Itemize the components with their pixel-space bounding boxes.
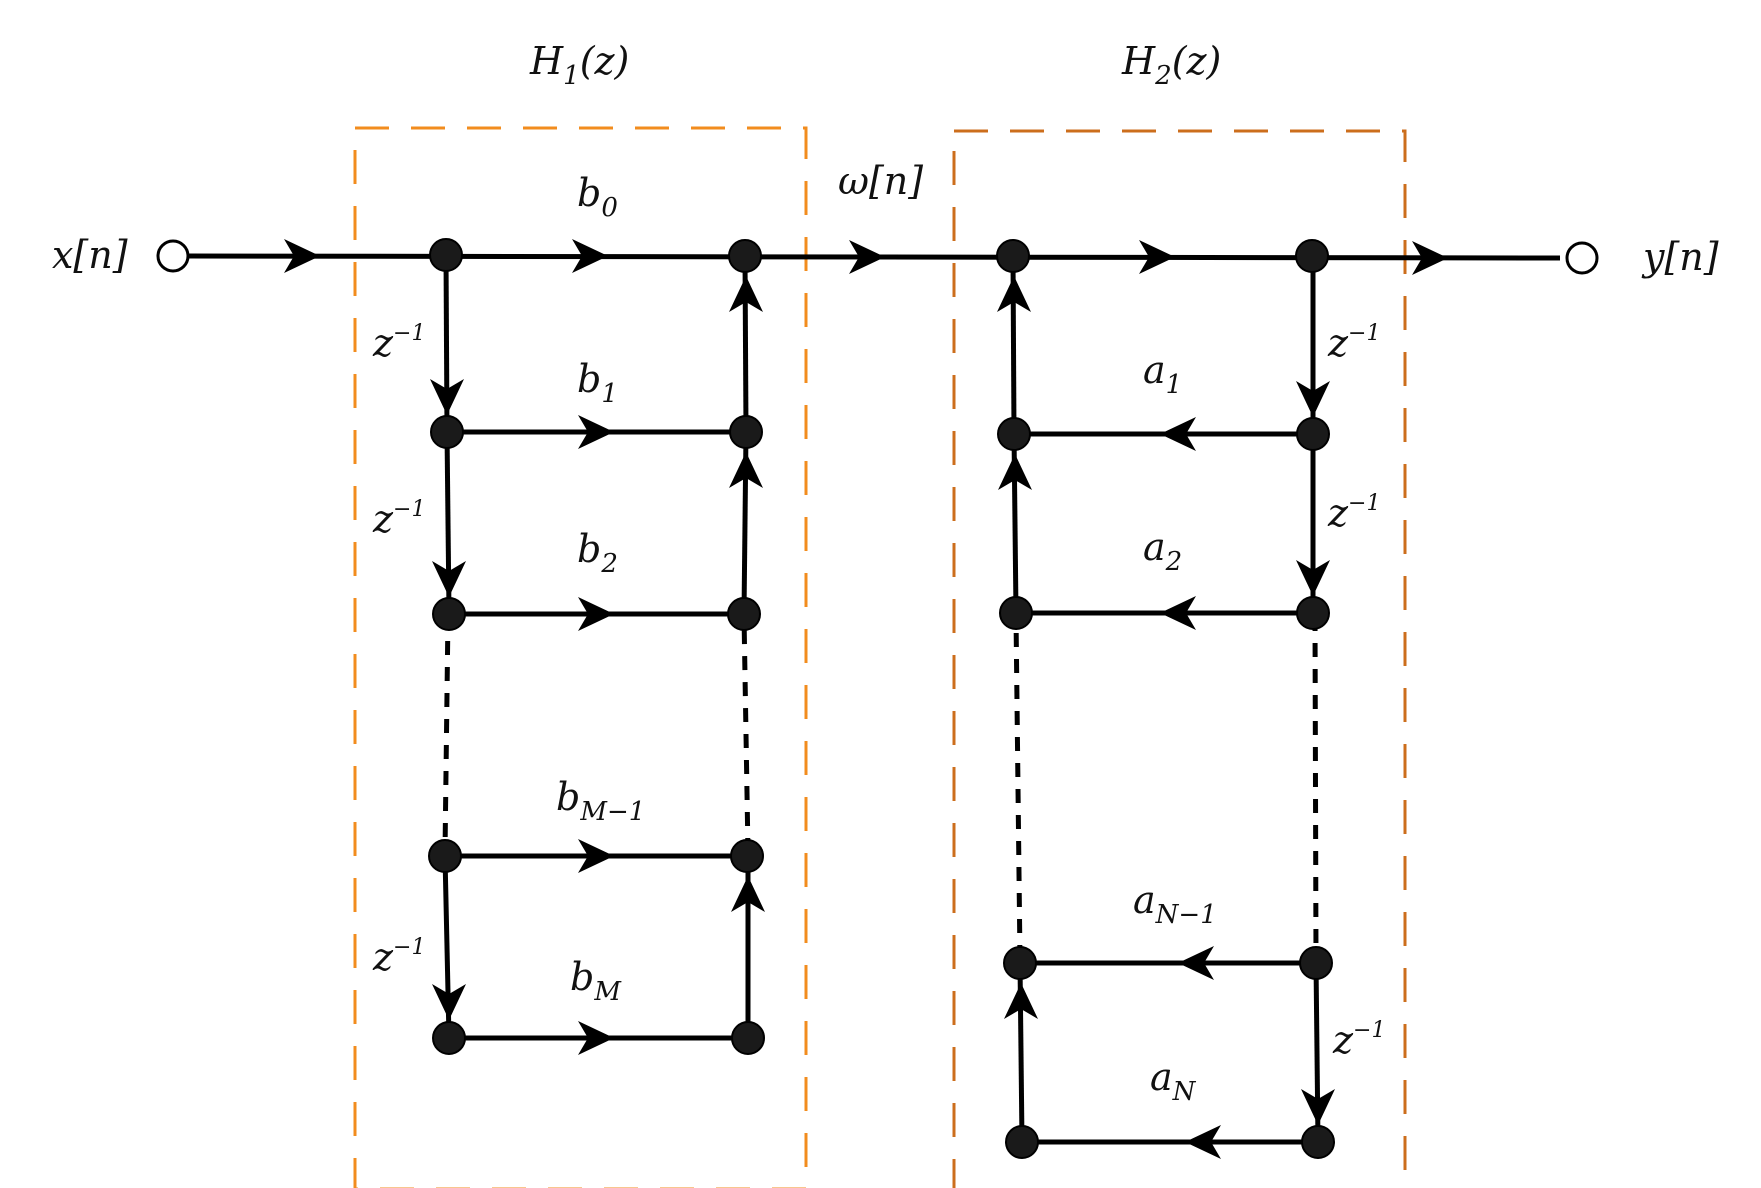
h1-title: H1(z) [529,39,629,91]
coef-an-minus-1: aN−1 [1133,878,1217,930]
node [432,597,466,631]
arrowhead-up [1004,983,1038,1019]
arrowhead-down [430,379,464,415]
node [999,596,1033,630]
node [728,239,762,273]
delay-label: z−1 [372,935,425,979]
node [429,238,463,272]
feedback-coefficients: a1 a2 aN−1 aN [1133,348,1217,1107]
node [1005,1125,1039,1159]
arrowhead-down [1296,381,1330,417]
delay-label: z−1 [1327,491,1380,535]
intermediate-signal-label: ω[n] [838,159,923,203]
coef-a1: a1 [1143,348,1182,400]
node [430,415,464,449]
node [1295,239,1329,273]
output-signal-label: y[n] [1641,235,1719,279]
node [996,239,1030,273]
node [997,417,1031,451]
arrowhead-left [1178,946,1214,980]
output-terminal [1565,241,1599,275]
arrowhead-right [578,839,614,873]
arrowhead-up [731,876,765,912]
feedforward-coefficients: b0 b1 b2 bM−1 bM [556,171,645,1007]
arrowhead-left [1160,417,1196,451]
delay-label: z−1 [372,497,425,541]
arrowhead-up [729,276,763,312]
arrowhead-down [432,984,466,1020]
node [432,1021,466,1055]
delay-label: z−1 [1332,1018,1385,1062]
h1-nodes [428,238,765,1055]
arrowhead-right [578,415,614,449]
coef-bm-minus-1: bM−1 [556,775,645,827]
arrowhead-right [1412,241,1448,275]
h2-nodes [996,239,1335,1159]
node [727,597,761,631]
coef-b2: b2 [577,527,618,579]
input-signal-label: x[n] [52,233,128,277]
arrowhead-down [432,561,466,597]
h2-title: H2(z) [1121,39,1221,91]
coef-bm: bM [570,955,622,1007]
node [428,839,462,873]
flow-arrows [284,239,1448,1159]
arrowhead-right [578,597,614,631]
arrowhead-down [1301,1089,1335,1125]
arrowhead-up [997,276,1031,312]
arrowhead-right [849,240,885,274]
node [730,839,764,873]
h1-block-boundary [353,126,808,1188]
arrowhead-right [578,1021,614,1055]
arrowhead-up [998,454,1032,490]
arrowhead-right [284,239,320,273]
input-terminal [156,239,190,273]
node [1301,1125,1335,1159]
node [1003,946,1037,980]
coef-a2: a2 [1143,525,1182,577]
coef-an: aN [1150,1055,1197,1107]
delay-label: z−1 [1327,321,1380,365]
delay-label: z−1 [372,321,425,365]
coef-b0: b0 [577,171,618,223]
node [1296,417,1330,451]
arrowhead-down [1296,560,1330,596]
node [1299,946,1333,980]
arrowhead-left [1160,596,1196,630]
node [731,1021,765,1055]
delay-labels: z−1 z−1 z−1 z−1 z−1 z−1 [372,321,1385,1062]
arrowhead-right [572,239,608,273]
node [729,415,763,449]
arrowhead-up [729,452,763,488]
arrowhead-right [1139,240,1175,274]
coef-b1: b1 [577,357,618,409]
h2-block-boundary [952,129,1407,1188]
arrowhead-left [1185,1125,1221,1159]
node [1296,596,1330,630]
